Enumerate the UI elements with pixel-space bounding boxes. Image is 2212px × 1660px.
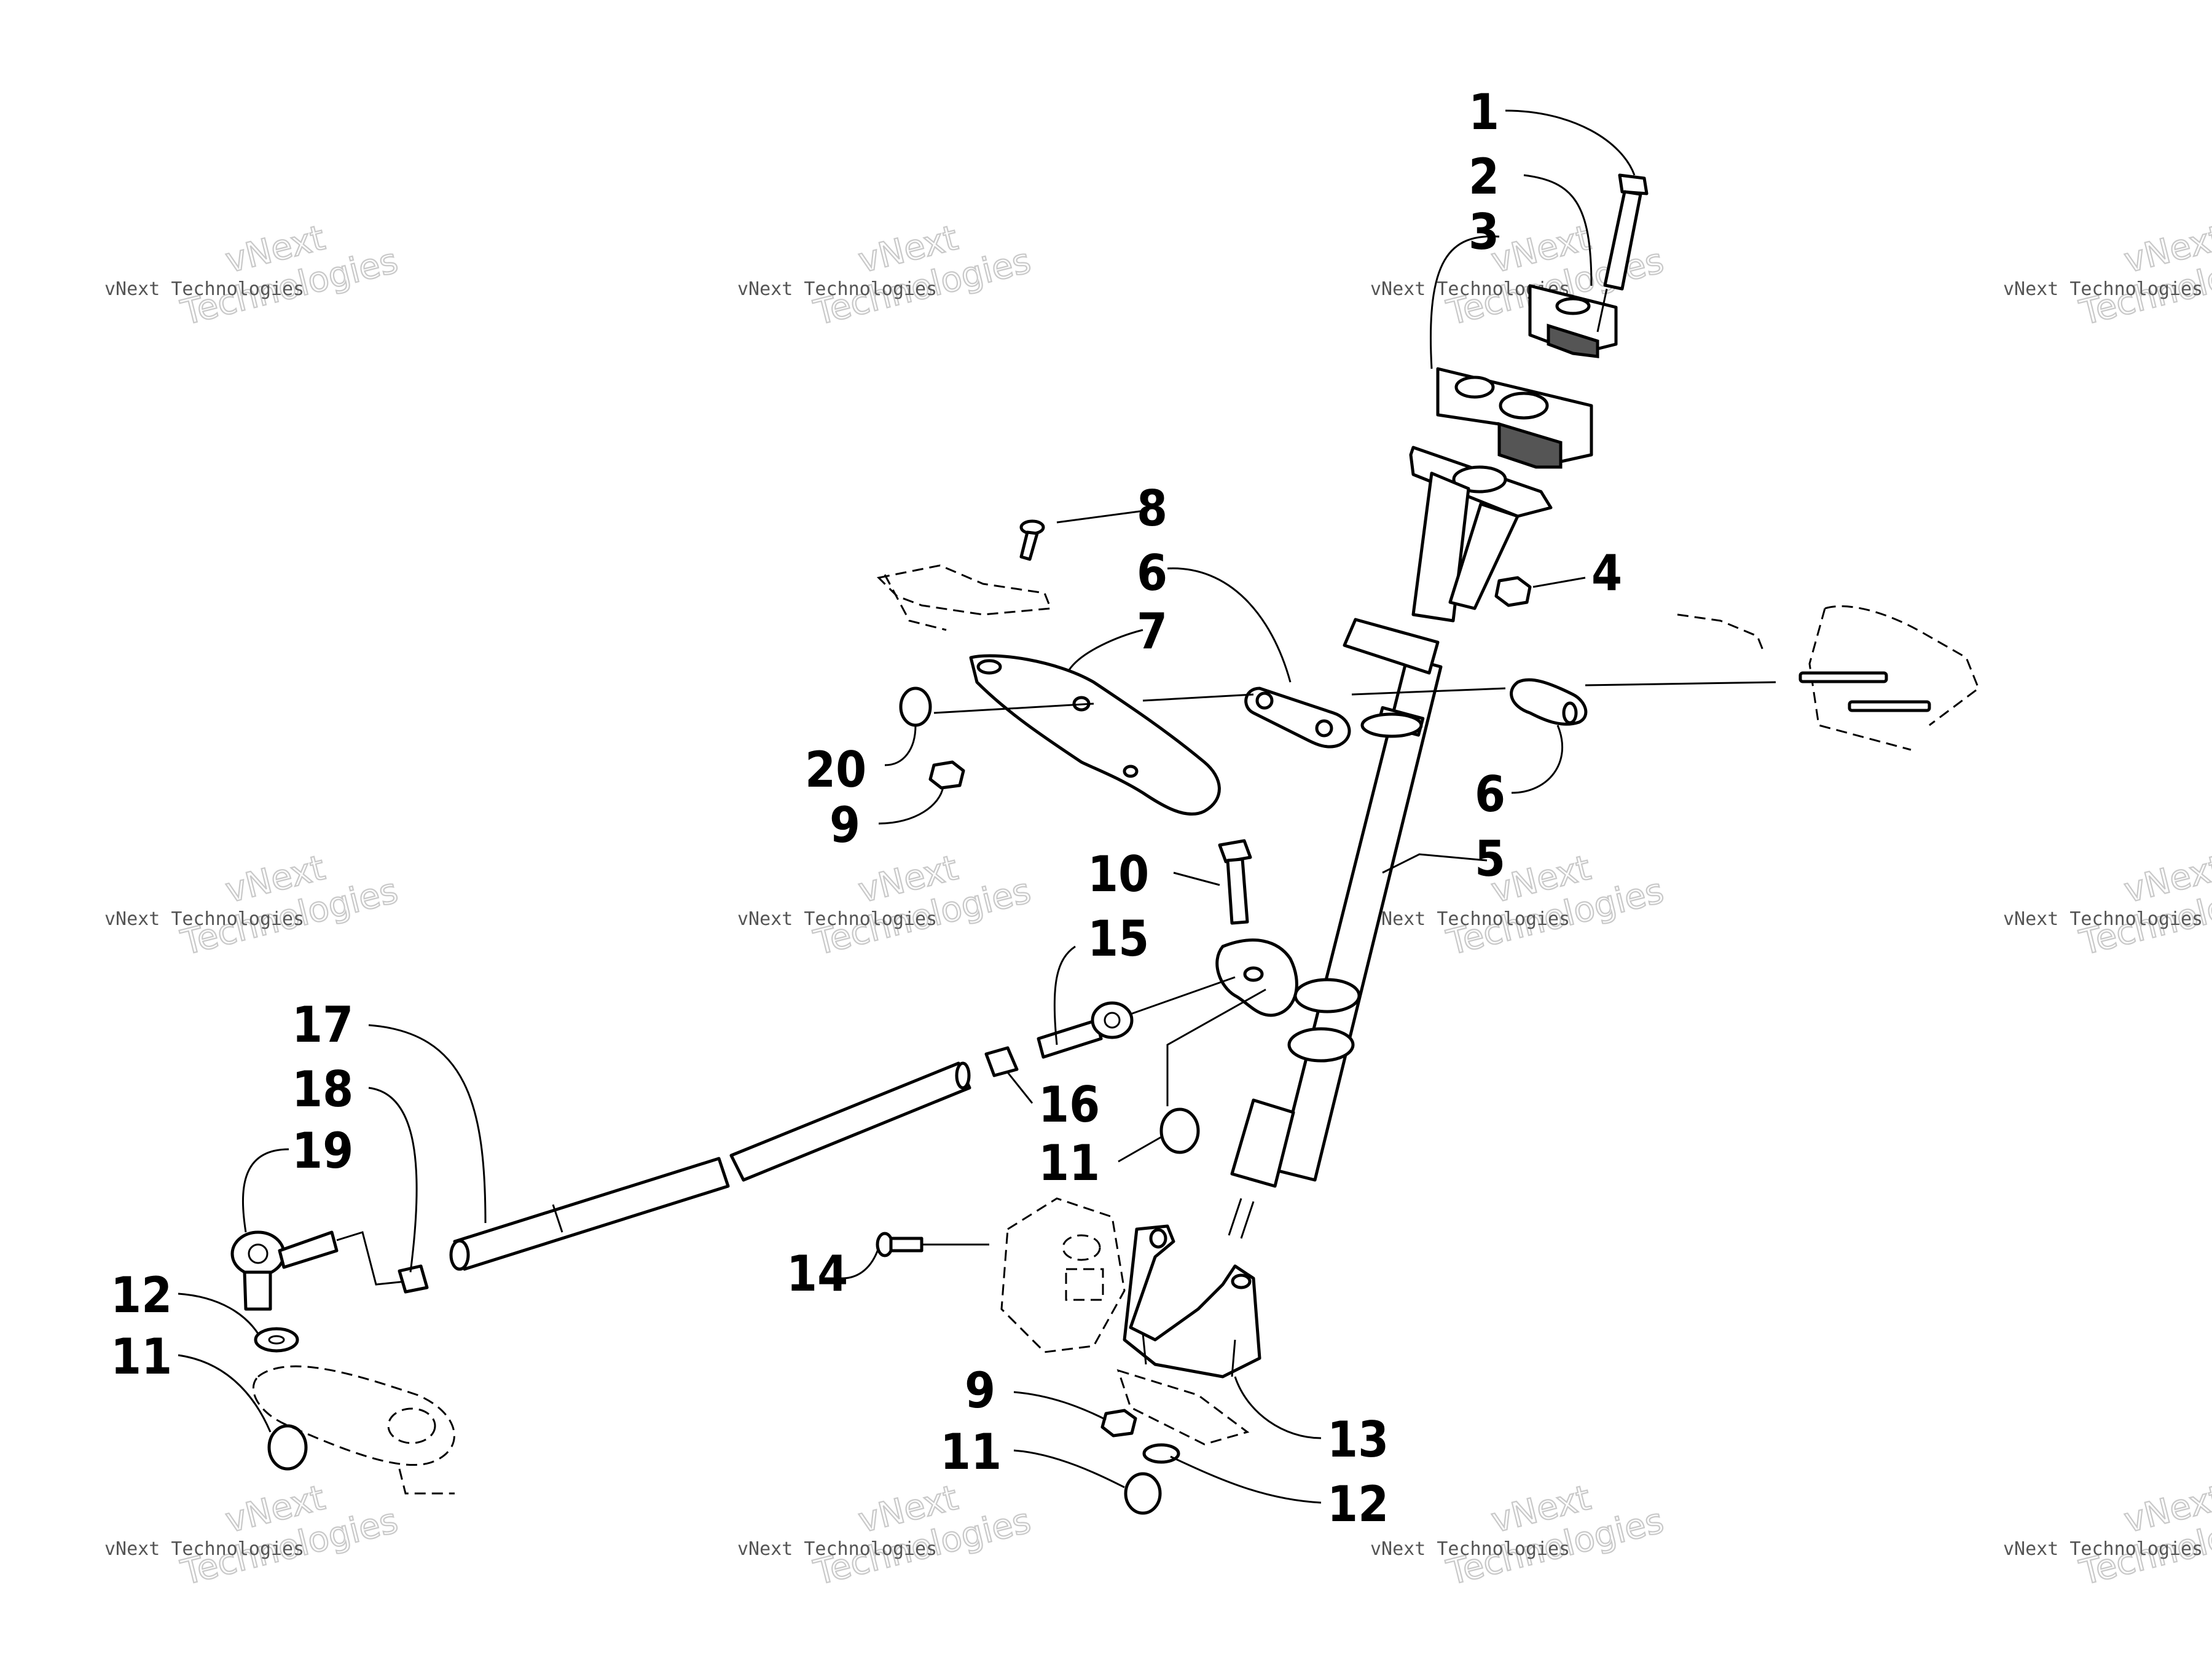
nut-4 [1494,576,1532,607]
watermark-small: vNext Technologies [104,1538,304,1560]
screw-8 [1019,519,1045,561]
bolt-10 [1218,839,1252,925]
rod-end-19 [230,1230,406,1311]
callout-15: 15 [1088,910,1149,967]
link-6-left [1244,686,1351,749]
callout-5: 5 [1475,830,1505,887]
watermark-small: vNext Technologies [2003,1538,2203,1560]
handlebar-mount-plate [1409,446,1553,623]
callout-3: 3 [1469,203,1499,261]
callout-18: 18 [292,1061,353,1118]
watermark-small: vNext Technologies [737,1538,937,1560]
callout-1: 1 [1469,84,1499,141]
bolt-1 [1596,173,1649,332]
watermark-small: vNext Technologies [104,278,304,300]
callout-labels: 1 2 3 4 5 6 6 7 8 9 9 10 11 11 11 12 12 … [111,84,1622,1533]
link-6-right [1510,678,1588,726]
callout-14: 14 [786,1245,848,1302]
callout-20: 20 [805,741,866,798]
callout-19: 19 [292,1122,353,1179]
jam-nut-18 [398,1264,429,1294]
washer-12-lower [1142,1443,1180,1464]
callout-6-lower: 6 [1475,766,1505,823]
nut-9-upper [928,760,965,790]
washer-12-left [254,1327,299,1353]
threaded-rod [1798,671,1931,712]
callout-11-middle: 11 [1038,1135,1100,1192]
callout-12-lower: 12 [1327,1476,1389,1533]
callout-10: 10 [1088,846,1149,903]
bushing-20 [899,686,932,727]
watermark-small: vNext Technologies [737,278,937,300]
frame-bracket-upper-left [876,564,1053,631]
nut-9-lower [1100,1409,1137,1438]
tie-rod [449,1061,971,1271]
callout-11-lower: 11 [940,1423,1002,1481]
watermark-small: vNext Technologies [104,908,304,930]
watermark-small: vNext Technologies [1370,1538,1570,1560]
jam-nut-16 [984,1046,1019,1077]
pitman-arm-clamp [1215,938,1298,1017]
spindle-arm-outline [252,1365,455,1495]
nut-11-left [267,1424,308,1471]
nut-11-lower [1124,1472,1162,1515]
watermark-small: vNext Technologies [1370,908,1570,930]
callout-12-left: 12 [111,1267,172,1324]
callout-4: 4 [1591,545,1622,602]
rod-end-15 [1037,976,1236,1059]
callout-17: 17 [292,996,353,1053]
watermark-small: vNext Technologies [2003,278,2203,300]
callout-8: 8 [1137,480,1167,537]
steering-post [1228,618,1443,1239]
screw-14 [876,1232,989,1257]
watermark-small: vNext Technologies [2003,908,2203,930]
callout-11-left: 11 [111,1328,172,1385]
nut-11-middle [1159,988,1266,1154]
callout-7: 7 [1137,603,1167,660]
handlebar-clamp-lower [1436,367,1593,469]
callout-9-lower: 9 [965,1362,995,1419]
callout-9-upper: 9 [830,797,860,854]
gear-case-outline [1000,1197,1126,1353]
watermark-small: vNext Technologies [737,908,937,930]
callout-16: 16 [1038,1076,1100,1133]
callout-6-upper: 6 [1137,545,1167,602]
steering-arm [969,654,1221,816]
lower-steering-bracket [1116,1224,1261,1446]
callout-13: 13 [1327,1411,1389,1468]
leader-lines [178,109,1636,1504]
handlebar-clamp-upper [1528,284,1618,358]
callout-2: 2 [1469,148,1499,205]
frame-bracket-right [1677,605,1980,751]
